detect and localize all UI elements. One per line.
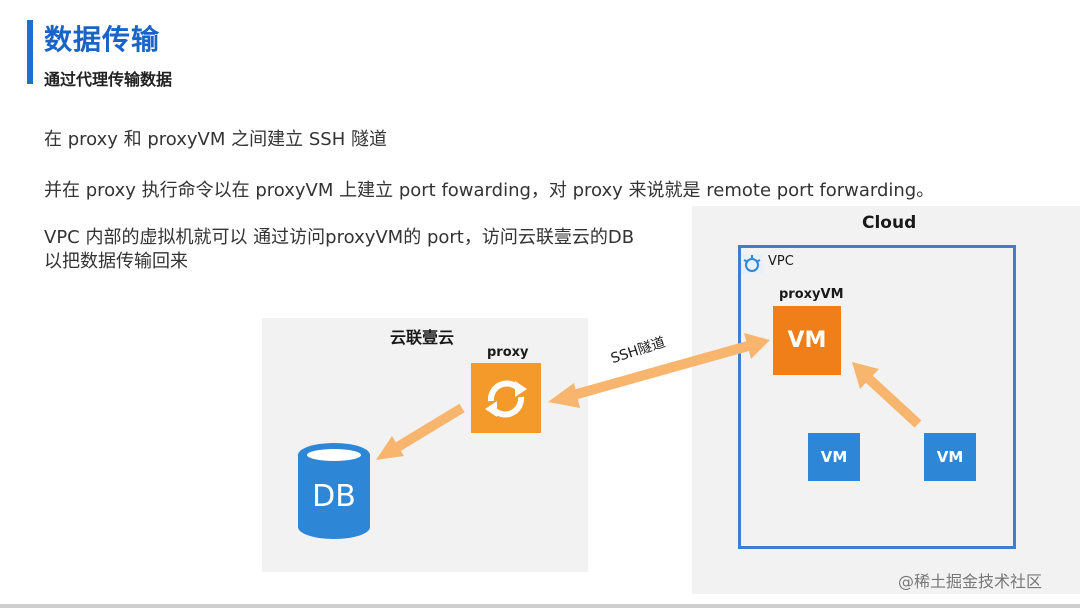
paragraph-3-line-2: 以把数据传输回来 xyxy=(44,251,188,272)
page-title: 数据传输 xyxy=(44,23,161,56)
database-icon xyxy=(298,443,370,539)
vm-node-1: VM xyxy=(808,433,860,481)
bottom-divider xyxy=(0,604,1080,608)
paragraph-2: 并在 proxy 执行命令以在 proxyVM 上建立 port fowardi… xyxy=(44,180,935,201)
vpc-label: VPC xyxy=(768,254,794,269)
title-accent-bar xyxy=(27,20,33,84)
paragraph-1: 在 proxy 和 proxyVM 之间建立 SSH 隧道 xyxy=(44,129,387,150)
db-node: DB xyxy=(298,443,370,539)
cloud-label: Cloud xyxy=(862,213,917,233)
proxy-label: proxy xyxy=(487,345,529,360)
cloud-brand-icon xyxy=(741,254,763,274)
proxyvm-node: VM xyxy=(773,306,841,375)
proxy-node xyxy=(471,363,541,433)
vpc-box xyxy=(738,245,1016,549)
paragraph-3-line-1: VPC 内部的虚拟机就可以 通过访问proxyVM的 port，访问云联壹云的D… xyxy=(44,227,635,248)
arrow-ssh-tunnel xyxy=(548,333,770,408)
db-label: DB xyxy=(312,479,356,514)
arrow-proxy-to-db xyxy=(376,403,465,460)
proxyvm-label: proxyVM xyxy=(779,287,844,302)
watermark: @稀土掘金技术社区 xyxy=(898,572,1043,591)
vm-node-2: VM xyxy=(924,433,976,481)
sync-icon xyxy=(485,380,527,418)
yunlian-panel-label: 云联壹云 xyxy=(390,328,455,347)
page-subtitle: 通过代理传输数据 xyxy=(44,70,173,89)
arrow-vm-to-proxyvm xyxy=(852,362,922,428)
